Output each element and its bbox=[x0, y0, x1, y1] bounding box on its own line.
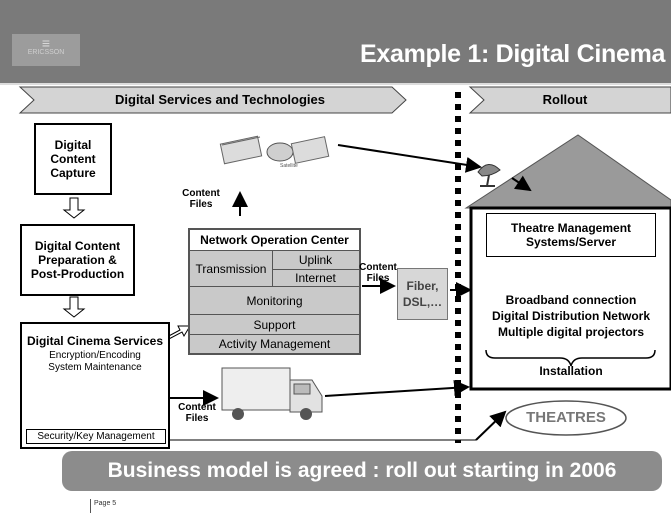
flow-arrow-down-2 bbox=[62, 296, 86, 318]
truck-icon bbox=[221, 367, 323, 420]
services-line-maintenance: System Maintenance bbox=[48, 362, 142, 373]
noc-transmission: Transmission bbox=[190, 251, 273, 286]
arrow-satellite-to-dish bbox=[337, 144, 482, 173]
footer-divider bbox=[90, 499, 91, 513]
theatre-management-label: Theatre Management Systems/Server bbox=[510, 221, 632, 249]
feature-broadband: Broadband connection bbox=[505, 293, 637, 307]
theatre-features: Broadband connection Digital Distributio… bbox=[473, 292, 669, 340]
phase-label-left: Digital Services and Technologies bbox=[115, 92, 325, 107]
header-divider bbox=[0, 83, 671, 85]
header-bar bbox=[0, 0, 671, 84]
business-model-banner: Business model is agreed : roll out star… bbox=[62, 451, 662, 491]
phase-chevron-left bbox=[18, 86, 407, 114]
content-preparation-label: Digital Content Preparation & Post-Produ… bbox=[30, 239, 125, 281]
fiber-dsl-box: Fiber, DSL,… bbox=[397, 268, 448, 320]
feature-distribution-network: Digital Distribution Network bbox=[491, 309, 650, 323]
satellite-caption: Satellite bbox=[280, 163, 298, 169]
installation-label: Installation bbox=[539, 364, 603, 378]
slide-title: Example 1: Digital Cinema bbox=[360, 40, 666, 68]
noc-uplink: Uplink bbox=[272, 251, 359, 270]
satellite-icon bbox=[219, 135, 330, 165]
noc-activity-management: Activity Management bbox=[190, 334, 359, 353]
content-files-label-bottom: Content Files bbox=[178, 402, 216, 424]
network-operation-center: Network Operation Center Transmission Up… bbox=[188, 228, 361, 355]
arrow-truck-to-theatre bbox=[324, 379, 470, 397]
installation-brace bbox=[485, 349, 656, 367]
content-files-label-top: Content Files bbox=[182, 188, 220, 210]
noc-transmission-row: Transmission Uplink Internet bbox=[190, 250, 359, 286]
digital-content-capture-label: Digital Content Capture bbox=[50, 138, 96, 180]
theatre-management-server-box: Theatre Management Systems/Server bbox=[486, 213, 656, 257]
noc-title: Network Operation Center bbox=[190, 230, 359, 250]
content-preparation-box: Digital Content Preparation & Post-Produ… bbox=[20, 224, 135, 296]
noc-internet: Internet bbox=[295, 271, 336, 285]
arrow-dish-to-server bbox=[511, 175, 532, 192]
satellite-dish-icon bbox=[477, 164, 501, 187]
noc-support: Support bbox=[190, 314, 359, 334]
theatres-oval bbox=[505, 400, 627, 436]
digital-cinema-services-title: Digital Cinema Services bbox=[26, 334, 164, 348]
company-logo: ≡ERICSSON bbox=[12, 34, 80, 66]
theatres-label: THEATRES bbox=[526, 409, 606, 426]
phase-chevron-right bbox=[468, 86, 671, 114]
digital-content-capture-box: Digital Content Capture bbox=[34, 123, 112, 195]
digital-cinema-services-box: Digital Cinema Services Encryption/Encod… bbox=[20, 322, 170, 449]
flow-arrow-down-1 bbox=[62, 197, 86, 219]
page-number: Page 5 bbox=[94, 500, 117, 507]
arrow-security-to-theatres bbox=[475, 410, 507, 441]
phase-label-right: Rollout bbox=[542, 92, 588, 107]
services-line-encryption: Encryption/Encoding bbox=[49, 350, 141, 361]
feature-projectors: Multiple digital projectors bbox=[497, 325, 644, 339]
noc-monitoring: Monitoring bbox=[190, 286, 359, 314]
security-key-management: Security/Key Management bbox=[26, 429, 166, 444]
content-files-label-mid: Content Files bbox=[359, 262, 397, 284]
